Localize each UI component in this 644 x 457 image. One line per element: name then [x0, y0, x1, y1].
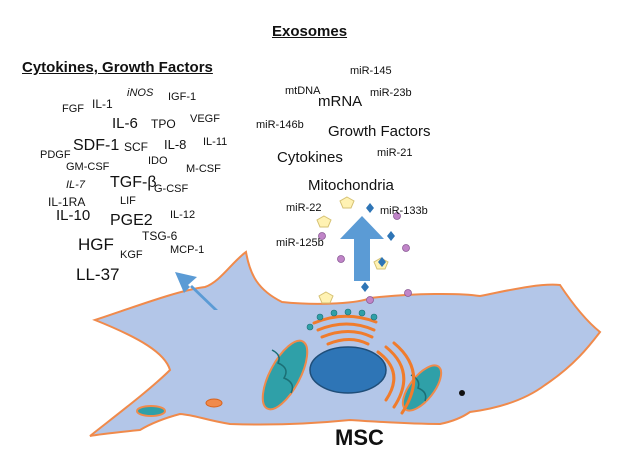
cargo-label: miR-146b [256, 119, 304, 131]
membrane-dot [459, 390, 465, 396]
factor-label: FGF [62, 103, 84, 115]
cargo-label: miR-21 [377, 147, 413, 159]
golgi-apparatus [312, 314, 378, 346]
factor-label: HGF [78, 235, 114, 254]
factor-label: IL-1RA [48, 195, 86, 209]
factor-label: IL-1 [92, 97, 113, 111]
factor-label: SCF [124, 140, 148, 154]
arrow-to-exosomes [340, 216, 384, 281]
factor-label: VEGF [190, 113, 220, 125]
msc-cell-label: MSC [335, 425, 384, 450]
arrow-to-cytokines [175, 272, 218, 310]
factor-label: IL-12 [170, 209, 196, 221]
factor-label: LL-37 [76, 265, 120, 284]
mitochondrion [205, 398, 223, 408]
cargo-label: Growth Factors [328, 123, 431, 140]
factor-label: iNOS [127, 87, 154, 99]
factor-label: M-CSF [186, 163, 221, 175]
cargo-label: miR-145 [350, 65, 392, 77]
cargo-label: miR-23b [370, 87, 412, 99]
factor-label: PGE2 [110, 212, 153, 229]
mitochondrion [261, 339, 309, 411]
factor-label: IL-7 [66, 179, 85, 191]
factor-label: IL-11 [203, 136, 228, 148]
factor-label: IDO [148, 155, 168, 167]
cargo-label: Mitochondria [308, 177, 394, 194]
factor-label: TSG-6 [142, 229, 178, 243]
exosomes-title: Exosomes [272, 23, 348, 40]
exosome-diamond [361, 203, 395, 292]
factor-label: TPO [151, 117, 176, 131]
factor-label: KGF [120, 249, 143, 261]
cargo-label: Cytokines [277, 149, 343, 166]
factor-label: MCP-1 [170, 244, 205, 256]
factor-label: SDF-1 [73, 137, 120, 154]
factor-label: IGF-1 [168, 91, 197, 103]
factor-label: IL-6 [112, 115, 138, 132]
msc-cell-body [89, 250, 602, 437]
nucleus [309, 346, 387, 394]
factor-label: PDGF [40, 149, 71, 161]
mitochondrion [136, 405, 166, 417]
cargo-label: miR-133b [380, 205, 428, 217]
factor-label: TGF-β [110, 174, 157, 191]
cytokines-growth-factors-title: Cytokines, Growth Factors [22, 59, 213, 76]
factor-label: GM-CSF [66, 161, 110, 173]
factor-label: IL-10 [56, 207, 91, 224]
endoplasmic-reticulum [376, 341, 416, 415]
cargo-label: mRNA [318, 93, 363, 110]
factor-label: IL-8 [164, 137, 187, 152]
cargo-label: miR-125b [276, 237, 324, 249]
exosome-dot [318, 212, 412, 304]
vesicles [306, 308, 378, 331]
exosome-pentagon [316, 196, 389, 304]
factor-label: G-CSF [154, 183, 189, 195]
factor-label: LIF [120, 195, 136, 207]
cargo-label: mtDNA [285, 85, 321, 97]
cargo-label: miR-22 [286, 202, 322, 214]
